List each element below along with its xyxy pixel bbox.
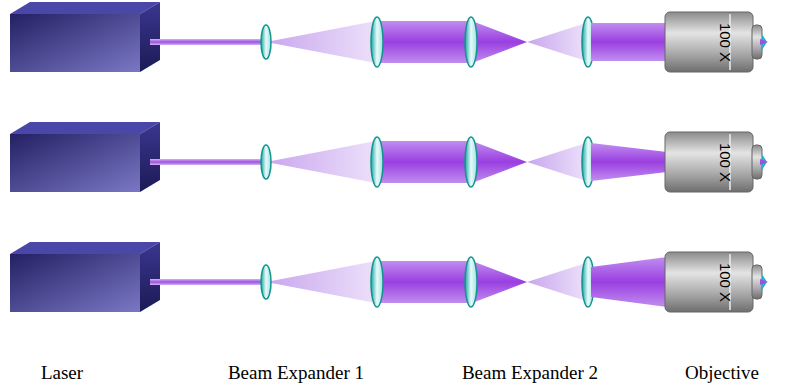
objective-body (664, 11, 768, 73)
magnification-label: 100 X (718, 22, 733, 61)
objective-body (664, 251, 768, 313)
magnification-label: 100 X (718, 142, 733, 181)
objective-body (664, 131, 768, 193)
part-name: Beam Expander 2 (462, 363, 598, 384)
objective-lens: 100 X (664, 251, 768, 313)
part-name: Laser (41, 363, 83, 384)
part-name: Beam Expander 1 (228, 363, 364, 384)
objective-lens: 100 X (664, 131, 768, 193)
part-name: Objective (685, 363, 759, 384)
magnification-label: 100 X (718, 262, 733, 301)
objective-lens: 100 X (664, 11, 768, 73)
